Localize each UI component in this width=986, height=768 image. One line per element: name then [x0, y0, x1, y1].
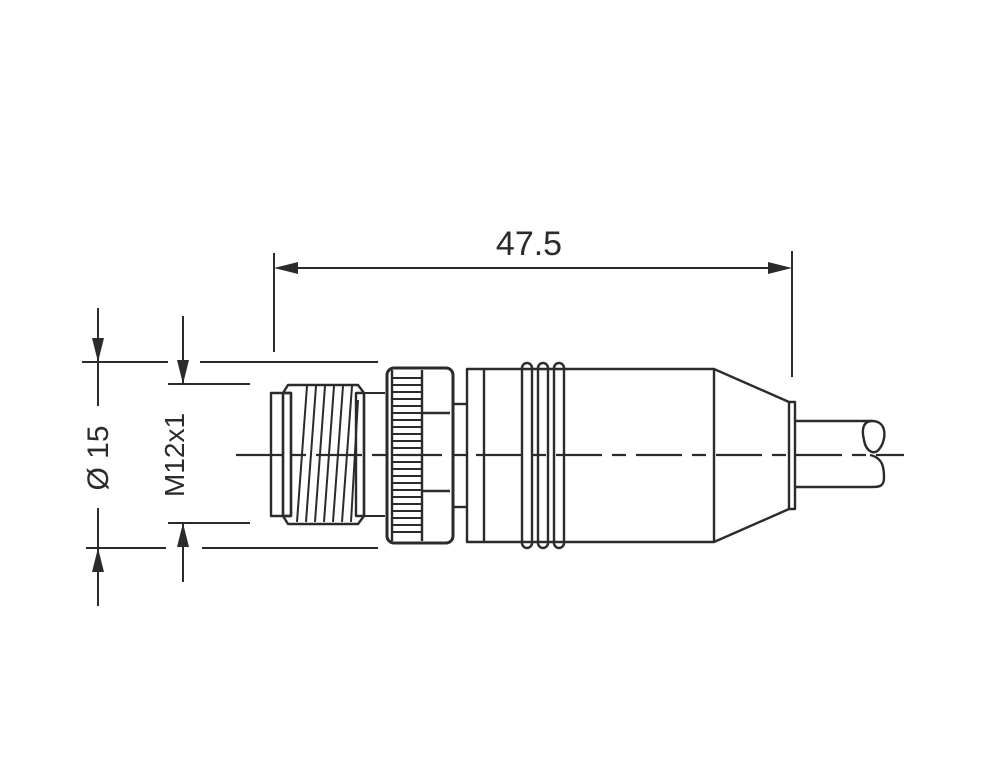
- grip-ring-1: [520, 361, 534, 550]
- thread-dimension: M12x1: [159, 316, 250, 582]
- threaded-coupling-end: [269, 383, 385, 526]
- thread-right-band: [354, 391, 366, 518]
- length-label: 47.5: [496, 225, 562, 263]
- arrow-right-icon: [768, 262, 792, 274]
- diameter-dimension: Ø 15: [82, 308, 378, 606]
- thread-lines: [296, 385, 359, 523]
- thread-label: M12x1: [159, 413, 190, 497]
- arrow-left-icon: [274, 262, 298, 274]
- cable: [795, 419, 886, 489]
- diameter-label: Ø 15: [82, 425, 115, 490]
- grip-ring-2: [536, 361, 550, 550]
- knurl-lines: [393, 377, 422, 533]
- arrow-down-icon: [177, 360, 189, 384]
- taper-outline: [713, 367, 797, 544]
- arrow-up-icon: [92, 548, 104, 572]
- thread-left-band: [281, 391, 293, 518]
- cable-break-bottom: [869, 453, 886, 489]
- tapered-cable-exit: [713, 367, 797, 544]
- length-dimension: 47.5: [273, 225, 793, 377]
- nut-outline: [385, 366, 455, 545]
- knurled-coupling-nut: [385, 366, 467, 545]
- arrow-up-icon: [177, 523, 189, 547]
- grip-ring-3: [552, 361, 566, 550]
- arrow-down-icon: [92, 338, 104, 362]
- cable-break-top: [861, 419, 886, 454]
